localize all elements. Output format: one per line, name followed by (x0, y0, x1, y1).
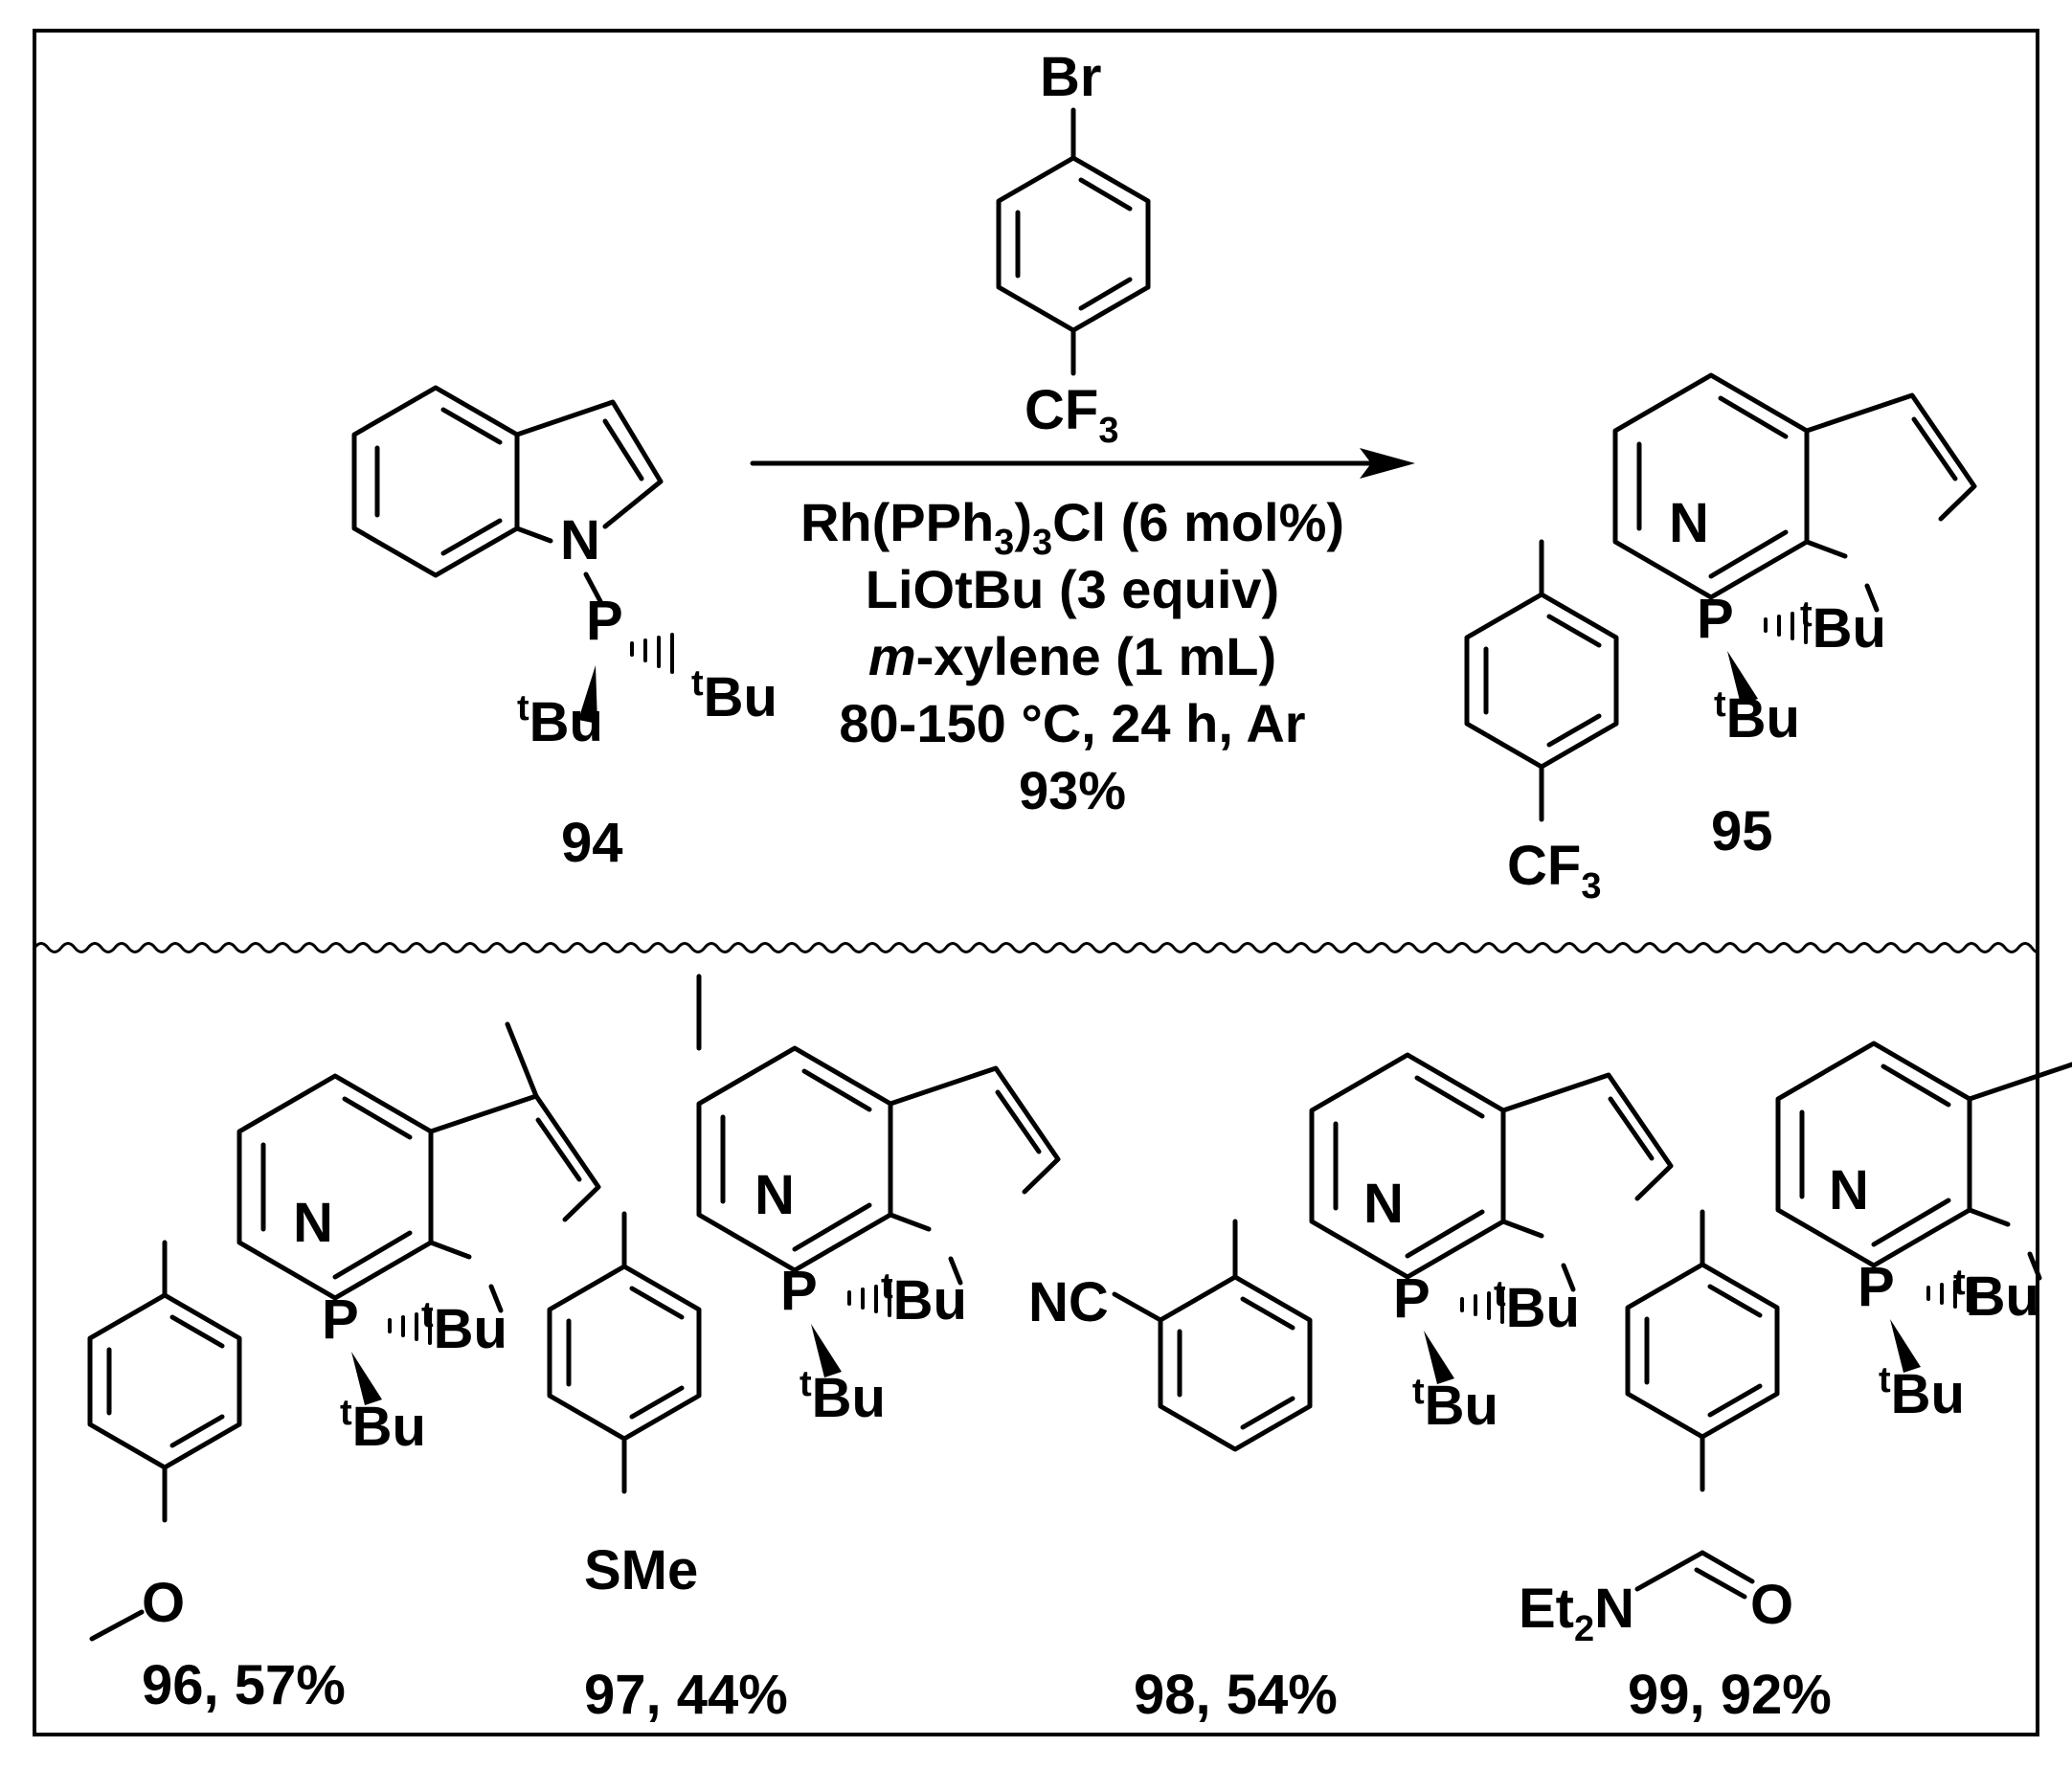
compound-99: N P tBu tBu O Et2N 99, 92% (1519, 1043, 2072, 1726)
svg-text:P: P (1858, 1256, 1895, 1318)
svg-text:N: N (293, 1192, 333, 1254)
compound-label-99: 99, 92% (1628, 1664, 1832, 1726)
reagent-aryl-bromide: Br CF3 (996, 46, 1151, 451)
wavy-divider (33, 942, 2039, 953)
compound-label-96: 96, 57% (142, 1654, 346, 1716)
reaction-conditions: Rh(PPh3)3Cl (6 mol%) LiOtBu (3 equiv) m-… (800, 492, 1344, 820)
compound-96: N P tBu tBu O 96, 57% (90, 1021, 598, 1716)
methoxy-O: O (142, 1572, 185, 1634)
svg-text:tBu: tBu (517, 688, 603, 753)
compound-label-94: 94 (561, 812, 623, 874)
compound-label-97: 97, 44% (584, 1664, 788, 1726)
svg-text:CF3: CF3 (1025, 379, 1118, 451)
svg-text:P: P (1697, 588, 1734, 650)
atom-P: P (586, 590, 623, 652)
svg-text:P: P (780, 1260, 818, 1322)
reaction-arrow (750, 448, 1415, 479)
svg-text:tBu: tBu (421, 1295, 507, 1360)
svg-text:N: N (1669, 492, 1709, 554)
condition-solvent: m-xylene (1 mL) (868, 626, 1276, 686)
compound-label-98: 98, 54% (1134, 1664, 1338, 1726)
svg-text:N: N (1363, 1173, 1404, 1235)
svg-text:tBu: tBu (800, 1364, 886, 1429)
svg-text:tBu: tBu (1494, 1274, 1580, 1339)
scheme-frame (33, 29, 2039, 1736)
svg-text:N: N (754, 1164, 795, 1226)
svg-text:tBu: tBu (1953, 1263, 2039, 1328)
amide-O: O (1750, 1574, 1793, 1636)
thiomethyl-SMe: SMe (584, 1539, 698, 1601)
compound-94: N P tBu tBu 94 (351, 385, 777, 874)
compound-label-95: 95 (1711, 800, 1773, 862)
condition-catalyst: Rh(PPh3)3Cl (6 mol%) (800, 492, 1344, 563)
reagent-Br: Br (1040, 46, 1101, 108)
svg-text:Et2N: Et2N (1519, 1578, 1634, 1649)
atom-N: N (560, 509, 600, 571)
svg-text:CF3: CF3 (1507, 835, 1601, 907)
condition-temperature: 80-150 °C, 24 h, Ar (839, 693, 1305, 753)
svg-text:tBu: tBu (1879, 1360, 1965, 1425)
svg-text:tBu: tBu (340, 1393, 426, 1458)
compound-98: N P tBu tBu NC 98, 54% (1028, 1055, 1671, 1726)
svg-text:P: P (1393, 1267, 1430, 1330)
svg-text:tBu: tBu (691, 663, 777, 728)
svg-text:N: N (1829, 1159, 1869, 1221)
nitrile-NC: NC (1028, 1271, 1109, 1333)
svg-text:tBu: tBu (1800, 594, 1886, 660)
condition-base: LiOtBu (3 equiv) (866, 559, 1279, 619)
compound-95: N P tBu tBu CF3 95 (1467, 375, 1974, 907)
condition-yield: 93% (1019, 760, 1126, 820)
svg-text:tBu: tBu (1412, 1372, 1498, 1437)
compound-97: N P tBu tBu SMe 97, 44% (550, 974, 1058, 1726)
svg-text:P: P (322, 1288, 359, 1351)
svg-text:tBu: tBu (881, 1266, 967, 1332)
svg-text:tBu: tBu (1714, 684, 1800, 750)
